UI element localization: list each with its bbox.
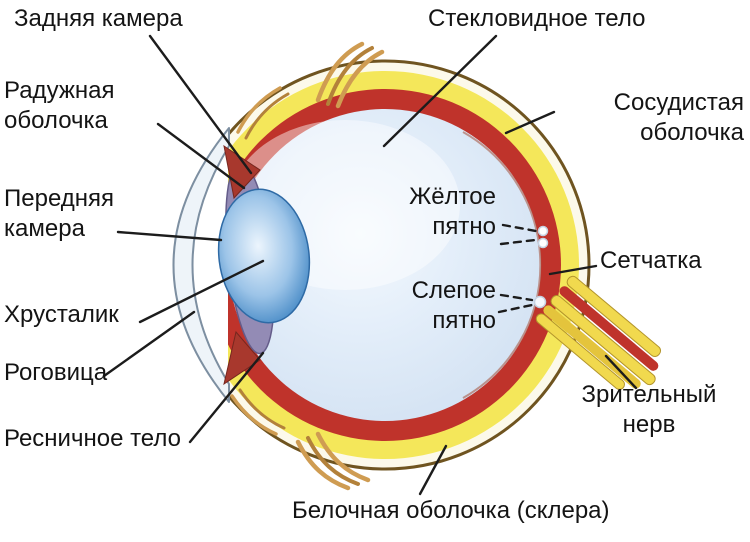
- retina-landmarks: [533, 225, 549, 309]
- label-ciliary-body: Ресничное тело: [4, 425, 181, 452]
- label-lens: Хрусталик: [4, 301, 119, 328]
- pointer-line-iris: [156, 122, 246, 190]
- pointer-line-posterior-chamber: [148, 34, 253, 175]
- macula-notch: [537, 237, 549, 249]
- pointer-line-optic-nerve: [604, 354, 638, 390]
- dashed-line-macula: [501, 223, 538, 233]
- blind-spot-notch: [533, 295, 547, 309]
- dashed-line-blind-spot: [497, 303, 534, 314]
- ciliary-body-bottom: [223, 330, 261, 386]
- label-iris: Радужная оболочка: [4, 77, 115, 134]
- pointer-line-vitreous-body: [382, 34, 498, 148]
- eyeball: [179, 59, 591, 471]
- macula-notch: [537, 225, 549, 237]
- label-cornea: Роговица: [4, 359, 108, 386]
- lens-shape: [217, 188, 311, 324]
- muscle-fibers-bottom-left: [230, 388, 286, 436]
- label-optic-nerve: Зрительный нерв: [581, 381, 717, 438]
- pointer-line-cornea: [102, 310, 196, 378]
- pointer-line-retina: [548, 264, 598, 276]
- label-macula: Жёлтое пятно: [409, 183, 496, 240]
- muscle-fibers-top-left: [236, 86, 290, 140]
- pointer-line-sclera: [418, 444, 448, 496]
- pointer-line-lens: [138, 259, 265, 324]
- pointer-line-ciliary-body: [188, 351, 265, 444]
- dashed-pointer-lines: [497, 223, 538, 314]
- vitreous-body-shape: [229, 109, 541, 421]
- dashed-line-macula: [499, 238, 537, 246]
- optic-nerve-fiber: [559, 286, 659, 371]
- pointer-lines: [102, 34, 638, 496]
- muscle-fibers-bottom: [295, 431, 371, 491]
- cornea-shape: [172, 127, 230, 403]
- label-anterior-chamber: Передняя камера: [4, 185, 115, 242]
- label-posterior-chamber: Задняя камера: [14, 5, 183, 32]
- optic-nerve-fiber: [535, 313, 625, 390]
- pointer-line-anterior-chamber: [116, 230, 223, 242]
- optic-nerve-fiber: [550, 294, 656, 386]
- dashed-line-blind-spot: [499, 293, 534, 302]
- optic-nerve-shape: [535, 275, 662, 390]
- label-vitreous-body: Стекловидное тело: [428, 5, 646, 32]
- label-sclera: Белочная оболочка (склера): [292, 497, 610, 524]
- retina-layer-line: [462, 131, 542, 399]
- pointer-line-choroid: [504, 110, 556, 135]
- muscle-fibers-top: [315, 41, 385, 109]
- label-retina: Сетчатка: [600, 247, 702, 274]
- label-choroid: Сосудистая оболочка: [613, 89, 744, 146]
- optic-nerve-fiber: [566, 275, 662, 357]
- ciliary-body-top: [223, 144, 261, 200]
- label-blind-spot: Слепое пятно: [411, 277, 496, 334]
